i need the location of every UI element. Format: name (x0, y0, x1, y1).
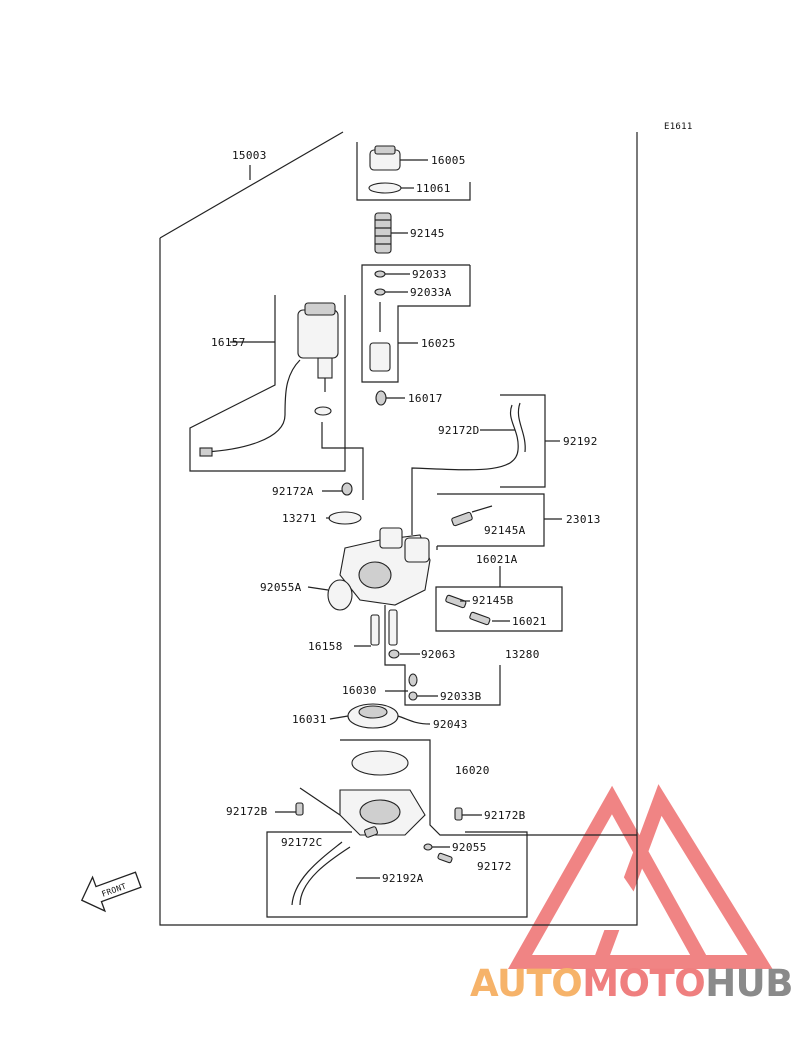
label-92043: 92043 (433, 718, 468, 731)
label-16025: 16025 (421, 337, 456, 350)
part-16031-float (329, 703, 431, 729)
label-92172B-left: 92172B (226, 805, 268, 818)
part-16005-cap (356, 142, 471, 201)
front-arrow-icon: FRONT (80, 871, 142, 913)
watermark-part-auto: AUTO (470, 962, 583, 1005)
label-16030: 16030 (342, 684, 377, 697)
part-23013-group (436, 493, 562, 550)
part-92192A-drain-group (266, 826, 528, 918)
label-23013: 23013 (566, 513, 601, 526)
part-16021A-group (435, 566, 563, 632)
label-92172C: 92172C (281, 836, 323, 849)
label-16017: 16017 (408, 392, 443, 405)
label-92192A: 92192A (382, 872, 424, 885)
label-16021: 16021 (512, 615, 547, 628)
part-16020-float-bowl (275, 739, 637, 836)
label-92172D: 92172D (438, 424, 480, 437)
label-15003: 15003 (232, 149, 267, 162)
label-16020: 16020 (455, 764, 490, 777)
label-16031: 16031 (292, 713, 327, 726)
label-92172A: 92172A (272, 485, 314, 498)
watermark-logo-text: AUTOMOTOHUB (470, 962, 800, 1006)
label-92145: 92145 (410, 227, 445, 240)
part-92192-tube (411, 394, 560, 535)
diagram-code: E1611 (664, 122, 693, 132)
label-11061: 11061 (416, 182, 451, 195)
label-92172: 92172 (477, 860, 512, 873)
label-13280: 13280 (505, 648, 540, 661)
label-92145A: 92145A (484, 524, 526, 537)
label-13271: 13271 (282, 512, 317, 525)
watermark-part-moto: MOTO (582, 962, 706, 1005)
part-16025-group (361, 264, 471, 406)
label-92055: 92055 (452, 841, 487, 854)
part-13280-group (354, 605, 501, 706)
part-16157-solenoid (189, 295, 364, 500)
label-16021A: 16021A (476, 553, 518, 566)
label-92192: 92192 (563, 435, 598, 448)
carburetor-body (307, 482, 431, 611)
part-92145-spring (374, 212, 408, 254)
label-92055A: 92055A (260, 581, 302, 594)
label-92033: 92033 (412, 268, 447, 281)
label-16158: 16158 (308, 640, 343, 653)
label-16005: 16005 (431, 154, 466, 167)
assembly-outline (159, 131, 638, 926)
label-16157: 16157 (211, 336, 246, 349)
label-92033A: 92033A (410, 286, 452, 299)
label-92033B: 92033B (440, 690, 482, 703)
label-92145B: 92145B (472, 594, 514, 607)
watermark-triangle-logo (507, 784, 773, 969)
label-92172B-right: 92172B (484, 809, 526, 822)
watermark-part-hub: HUB (705, 962, 793, 1005)
label-92063: 92063 (421, 648, 456, 661)
part-11061-ring (368, 182, 414, 194)
